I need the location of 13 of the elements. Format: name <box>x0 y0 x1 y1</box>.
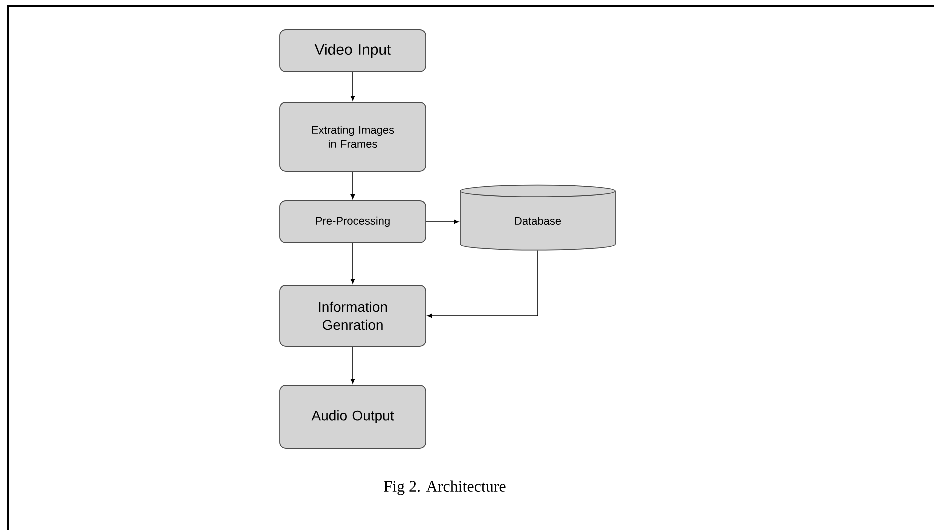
process-box: Audio Output <box>280 385 426 449</box>
arrow <box>350 243 356 284</box>
process-box: Extrating Images in Frames <box>280 102 426 172</box>
arrow <box>350 72 356 101</box>
arrow <box>350 346 356 384</box>
process-box: Information Genration <box>280 285 426 347</box>
database-cylinder: Database <box>460 184 616 251</box>
arrow <box>426 220 459 224</box>
caption: Fig 2. Architecture <box>384 480 506 496</box>
process-box: Video Input <box>280 30 426 72</box>
arrow <box>350 172 356 200</box>
process-box: Pre-Processing <box>280 200 426 244</box>
arrow <box>428 250 538 318</box>
